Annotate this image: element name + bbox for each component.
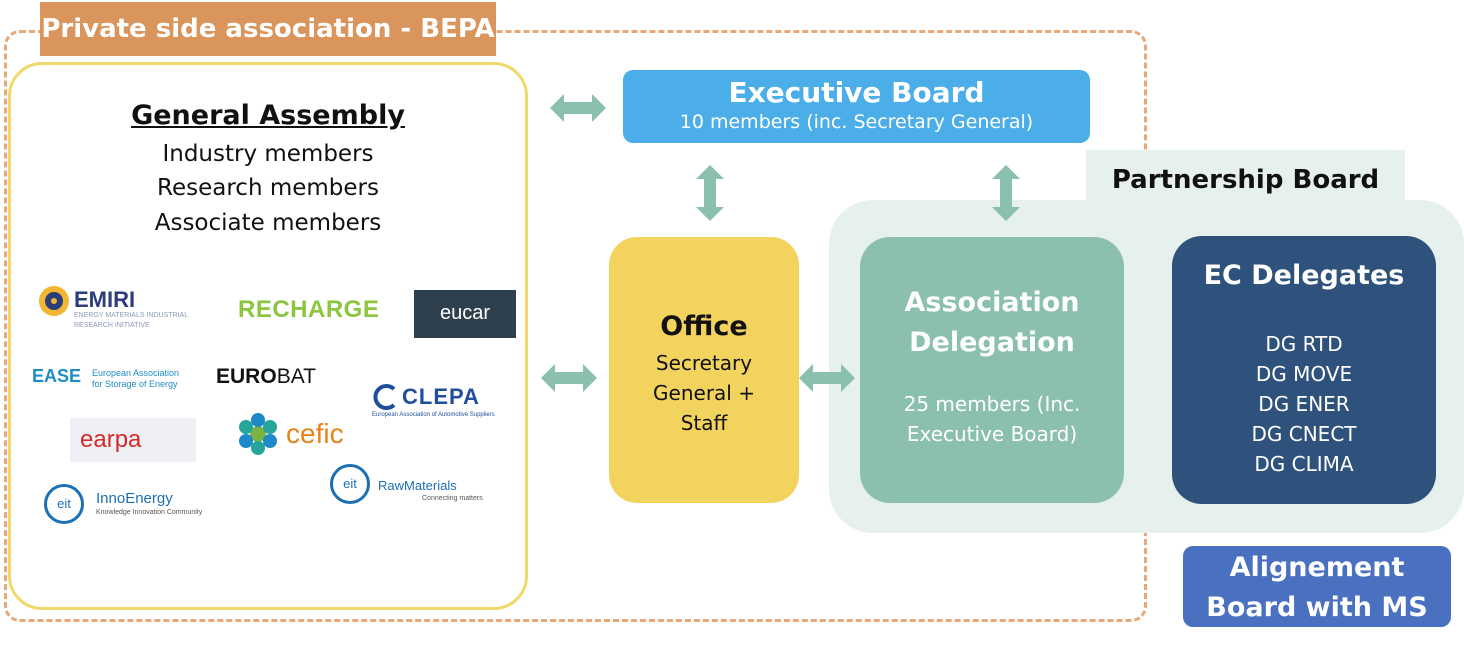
- innoenergy-subtitle: Knowledge Innovation Community: [96, 509, 203, 516]
- emiri-subtitle-1: ENERGY MATERIALS INDUSTRIAL: [74, 312, 189, 319]
- eucar-logo: eucar: [414, 290, 516, 338]
- clepa-emblem-icon: [373, 384, 396, 410]
- eurobat-logo: EUROBAT: [216, 365, 316, 389]
- office-subtitle-line: Staff: [680, 411, 728, 435]
- office-title: Office: [660, 311, 748, 342]
- cefic-hexagon-icon: [239, 413, 277, 455]
- double-arrow-horizontal-icon: [550, 94, 606, 122]
- dg-item: DG ENER: [1258, 392, 1350, 416]
- office-box: Office Secretary General + Staff: [609, 237, 799, 503]
- alignment-board-box: Alignement Board with MS: [1183, 546, 1451, 627]
- executive-board-title: Executive Board: [728, 76, 985, 109]
- executive-board-box: Executive Board 10 members (inc. Secreta…: [623, 70, 1090, 143]
- cefic-logo: cefic: [234, 410, 364, 460]
- general-assembly-title: General Assembly: [131, 100, 405, 131]
- executive-board-subtitle: 10 members (inc. Secretary General): [679, 111, 1034, 133]
- eit-badge-icon: eit: [330, 464, 370, 504]
- eit-badge-icon: eit: [44, 484, 84, 524]
- associate-members-label: Associate members: [154, 210, 382, 236]
- association-delegation-title-line: Delegation: [909, 327, 1075, 358]
- innoenergy-wordmark: InnoEnergy: [96, 490, 173, 507]
- ease-subtitle-2: for Storage of Energy: [92, 379, 178, 389]
- ease-wordmark: EASE: [32, 366, 82, 386]
- dg-item: DG CLIMA: [1254, 452, 1354, 476]
- rawmaterials-wordmark: RawMaterials: [378, 478, 457, 493]
- emiri-subtitle-2: RESEARCH INITIATIVE: [74, 322, 150, 329]
- clepa-subtitle: European Association of Automotive Suppl…: [372, 412, 495, 418]
- partnership-board-label: Partnership Board: [1086, 150, 1405, 210]
- ec-delegates-title: EC Delegates: [1203, 260, 1405, 291]
- dg-item: DG RTD: [1265, 332, 1343, 356]
- clepa-logo: CLEPA European Association of Automotive…: [372, 382, 512, 422]
- eurobat-light-part: BAT: [276, 365, 316, 388]
- research-members-label: Research members: [157, 175, 379, 201]
- eurobat-bold-part: EURO: [216, 365, 277, 388]
- association-delegation-box: Association Delegation 25 members (Inc. …: [860, 237, 1124, 503]
- industry-members-label: Industry members: [162, 141, 374, 167]
- dg-item: DG CNECT: [1251, 422, 1357, 446]
- ease-subtitle-1: European Association: [92, 368, 180, 378]
- ec-delegates-box: EC Delegates DG RTD DG MOVE DG ENER DG C…: [1172, 236, 1436, 504]
- earpa-logo: earpa: [70, 418, 196, 462]
- dg-item: DG MOVE: [1255, 362, 1353, 386]
- rawmaterials-logo: eit RawMaterials Connecting matters: [330, 464, 500, 508]
- association-delegation-subtitle-line: 25 members (Inc.: [903, 392, 1081, 416]
- clepa-wordmark: CLEPA: [402, 384, 480, 409]
- innoenergy-logo: eit InnoEnergy Knowledge Innovation Comm…: [44, 484, 234, 528]
- emiri-emblem-icon: [39, 286, 69, 316]
- alignment-board-line: Board with MS: [1206, 592, 1428, 623]
- cefic-wordmark: cefic: [286, 418, 344, 449]
- rawmaterials-subtitle: Connecting matters: [422, 495, 483, 502]
- association-delegation-title-line: Association: [904, 287, 1080, 318]
- double-arrow-horizontal-icon: [799, 364, 855, 392]
- office-subtitle-line: General +: [653, 381, 755, 405]
- association-delegation-subtitle-line: Executive Board): [906, 422, 1078, 446]
- bepa-label: Private side association - BEPA: [40, 2, 496, 56]
- double-arrow-vertical-icon: [696, 165, 724, 221]
- double-arrow-horizontal-icon: [541, 364, 597, 392]
- alignment-board-line: Alignement: [1229, 552, 1405, 583]
- emiri-wordmark: EMIRI: [74, 287, 136, 312]
- ease-logo: EASE European Association for Storage of…: [32, 358, 192, 402]
- recharge-logo: RECHARGE: [238, 296, 380, 323]
- emiri-logo: EMIRI ENERGY MATERIALS INDUSTRIAL RESEAR…: [36, 283, 231, 333]
- double-arrow-vertical-icon: [992, 165, 1020, 221]
- office-subtitle-line: Secretary: [655, 351, 753, 375]
